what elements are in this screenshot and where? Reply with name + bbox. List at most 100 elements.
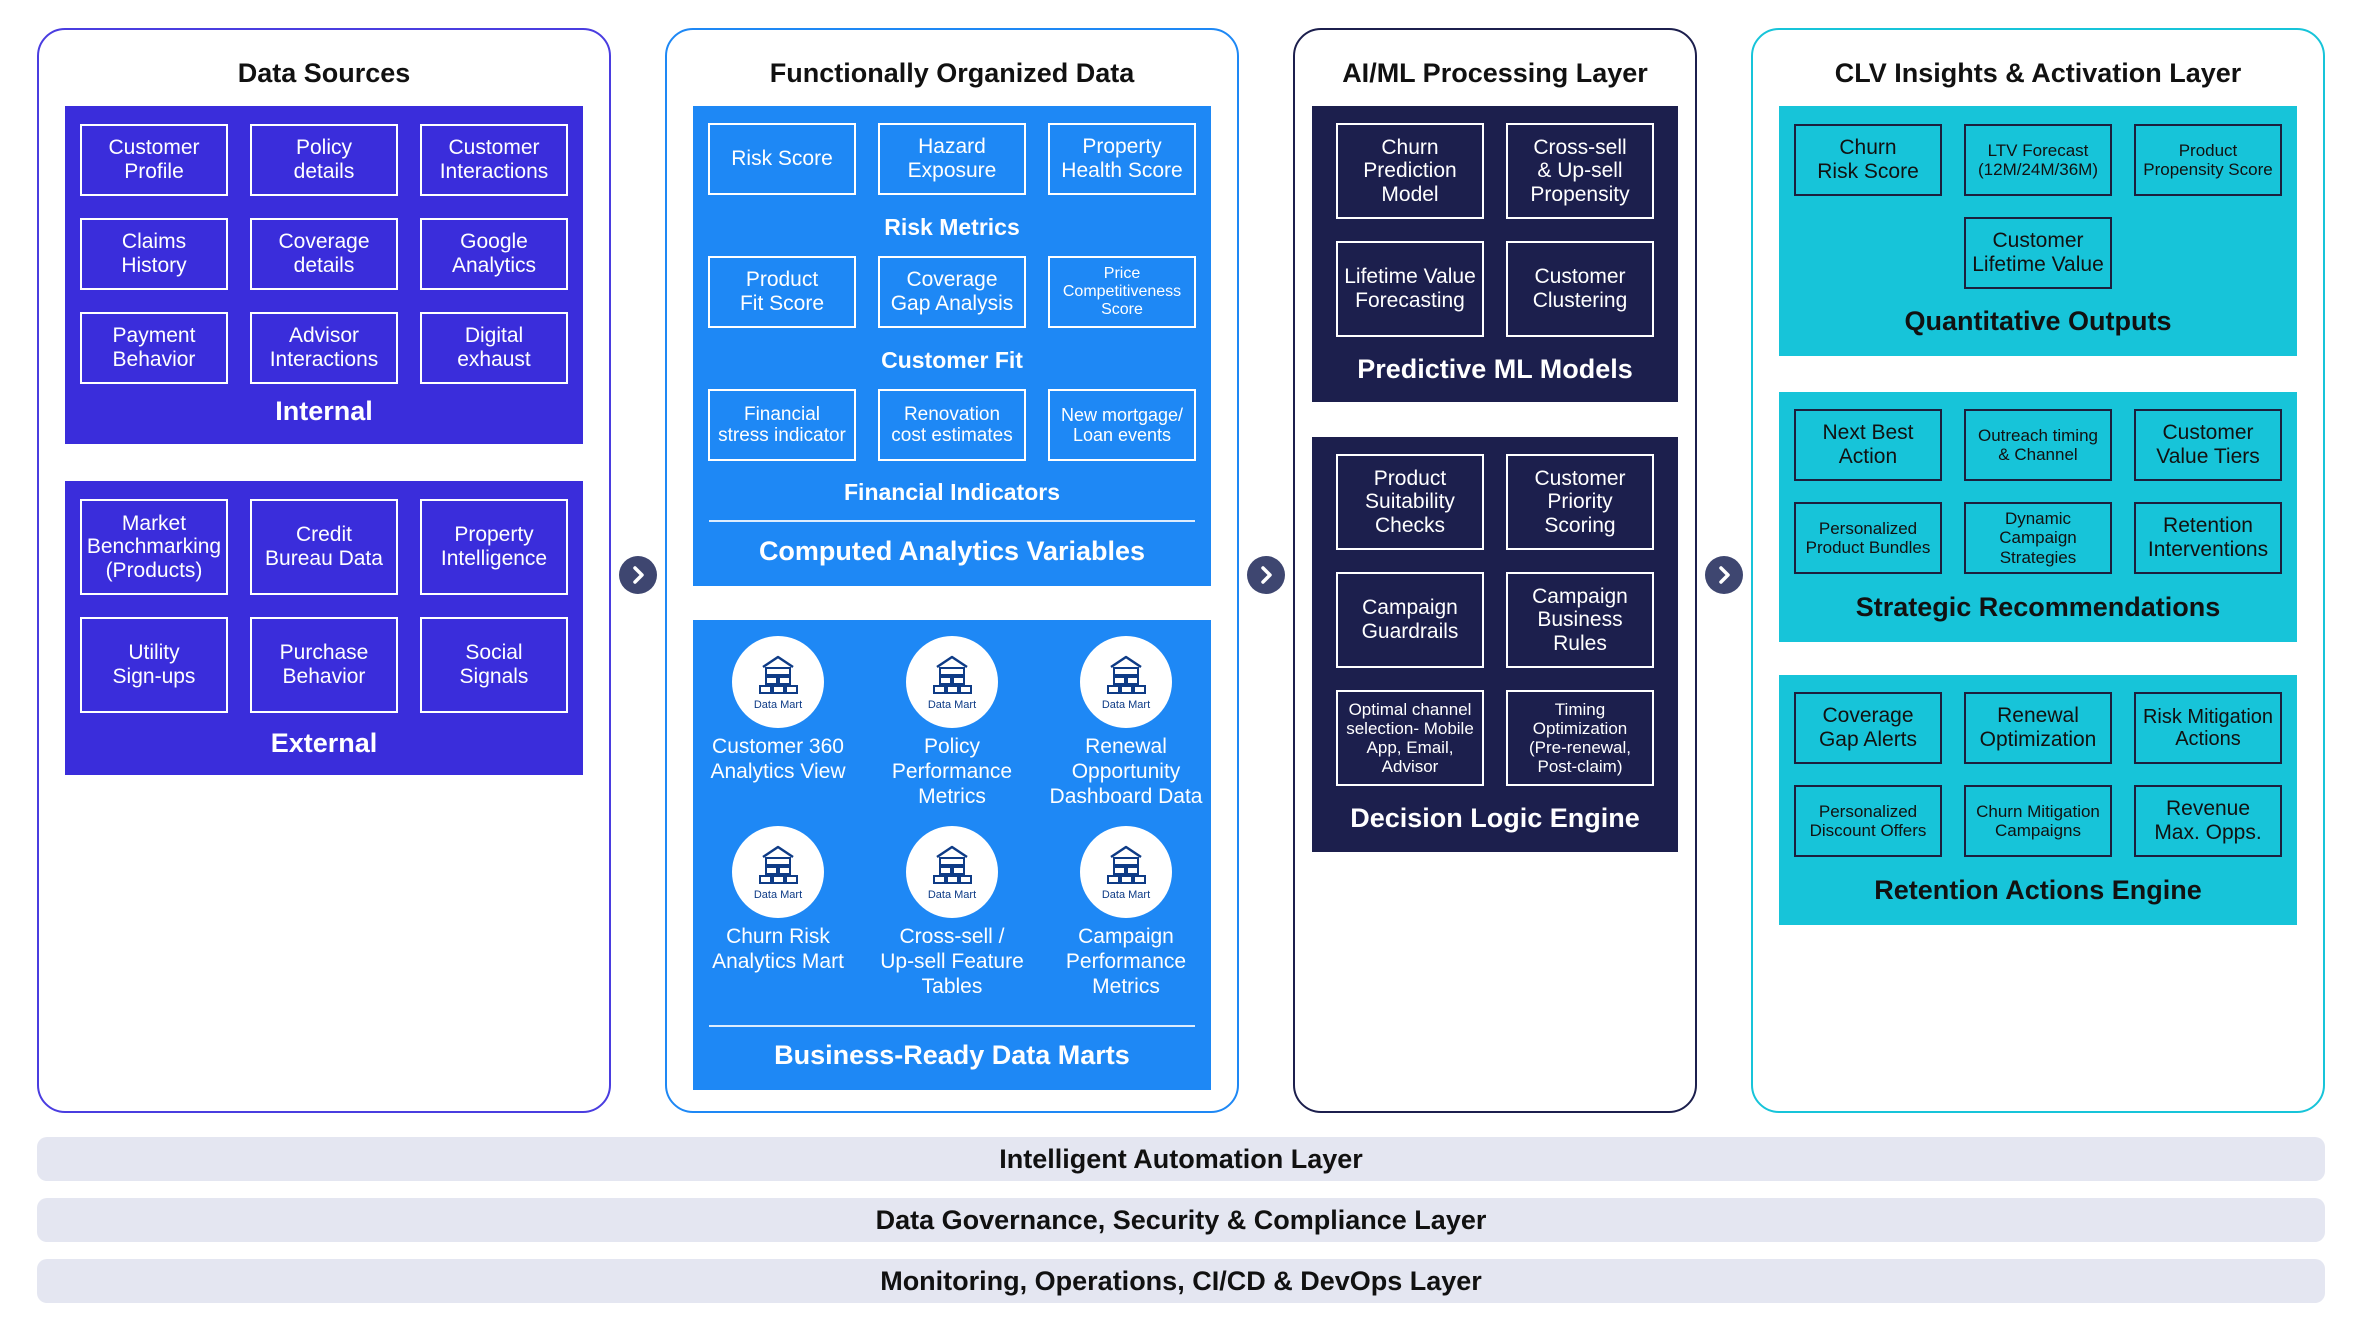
automation-layer-bar: Intelligent Automation Layer — [37, 1137, 2325, 1181]
data-mart-label: Policy Performance Metrics — [891, 735, 1013, 809]
metric-box: Renovation cost estimates — [878, 389, 1026, 461]
output-box: LTV Forecast (12M/24M/36M) — [1964, 124, 2112, 196]
data-mart-icon: Data Mart — [732, 826, 824, 918]
external-title: External — [270, 728, 378, 758]
model-box: Cross-sell & Up-sell Propensity — [1506, 123, 1654, 219]
source-box: Claims History — [80, 218, 228, 290]
flow-arrow-icon — [1705, 556, 1743, 594]
data-mart-label: Customer 360 Analytics View — [710, 735, 846, 784]
functionally-organized-column: Functionally Organized Data Risk Score H… — [665, 28, 1239, 1113]
source-box: Digital exhaust — [420, 312, 568, 384]
predictive-models-panel: Churn Prediction Model Cross-sell & Up-s… — [1312, 106, 1678, 402]
metric-box: New mortgage/ Loan events — [1048, 389, 1196, 461]
retention-engine-panel: Coverage Gap Alerts Renewal Optimization… — [1779, 675, 2297, 925]
clv-title: CLV Insights & Activation Layer — [1834, 58, 2242, 88]
action-box: Risk Mitigation Actions — [2134, 692, 2282, 764]
output-box: Customer Lifetime Value — [1964, 217, 2112, 289]
metric-box: Price Competitiveness Score — [1048, 256, 1196, 328]
financial-indicators-title: Financial Indicators — [844, 479, 1060, 505]
computed-analytics-panel: Risk Score Hazard Exposure Property Heal… — [693, 106, 1211, 586]
data-mart-icon-label: Data Mart — [1101, 889, 1151, 901]
quantitative-outputs-title: Quantitative Outputs — [1904, 306, 2172, 336]
source-box: Purchase Behavior — [250, 617, 398, 713]
action-box: Personalized Discount Offers — [1794, 785, 1942, 857]
action-box: Churn Mitigation Campaigns — [1964, 785, 2112, 857]
recommendation-box: Retention Interventions — [2134, 502, 2282, 574]
action-box: Revenue Max. Opps. — [2134, 785, 2282, 857]
data-mart-icon: Data Mart — [906, 826, 998, 918]
divider — [709, 520, 1195, 522]
data-mart-icon: Data Mart — [1080, 636, 1172, 728]
source-box: Property Intelligence — [420, 499, 568, 595]
recommendation-box: Next Best Action — [1794, 409, 1942, 481]
model-box: Lifetime Value Forecasting — [1336, 241, 1484, 337]
data-mart-label: Churn Risk Analytics Mart — [712, 925, 844, 974]
data-mart-item: Data Mart Cross-sell / Up-sell Feature T… — [867, 826, 1037, 1000]
rule-box: Campaign Business Rules — [1506, 572, 1654, 668]
data-mart-icon-label: Data Mart — [927, 889, 977, 901]
governance-layer-bar: Data Governance, Security & Compliance L… — [37, 1198, 2325, 1242]
data-mart-icon: Data Mart — [1080, 826, 1172, 918]
quantitative-outputs-panel: Churn Risk Score LTV Forecast (12M/24M/3… — [1779, 106, 2297, 356]
external-panel: Market Benchmarking (Products) Credit Bu… — [65, 481, 583, 775]
source-box: Policy details — [250, 124, 398, 196]
source-box: Utility Sign-ups — [80, 617, 228, 713]
source-box: Market Benchmarking (Products) — [80, 499, 228, 595]
data-mart-icon: Data Mart — [732, 636, 824, 728]
action-box: Coverage Gap Alerts — [1794, 692, 1942, 764]
monitoring-layer-bar: Monitoring, Operations, CI/CD & DevOps L… — [37, 1259, 2325, 1303]
risk-metrics-title: Risk Metrics — [884, 214, 1020, 240]
data-mart-label: Campaign Performance Metrics — [1065, 925, 1187, 999]
flow-arrow-icon — [1247, 556, 1285, 594]
source-box: Google Analytics — [420, 218, 568, 290]
rule-box: Customer Priority Scoring — [1506, 454, 1654, 550]
recommendation-box: Dynamic Campaign Strategies — [1964, 502, 2112, 574]
computed-analytics-title: Computed Analytics Variables — [758, 536, 1146, 566]
source-box: Credit Bureau Data — [250, 499, 398, 595]
metric-box: Coverage Gap Analysis — [878, 256, 1026, 328]
strategic-recommendations-title: Strategic Recommendations — [1855, 592, 2221, 622]
decision-engine-title: Decision Logic Engine — [1350, 803, 1640, 833]
model-box: Customer Clustering — [1506, 241, 1654, 337]
source-box: Payment Behavior — [80, 312, 228, 384]
data-mart-icon-label: Data Mart — [753, 889, 803, 901]
source-box: Customer Interactions — [420, 124, 568, 196]
internal-panel: Customer Profile Policy details Customer… — [65, 106, 583, 444]
strategic-recommendations-panel: Next Best Action Outreach timing & Chann… — [1779, 392, 2297, 642]
model-box: Churn Prediction Model — [1336, 123, 1484, 219]
flow-arrow-icon — [619, 556, 657, 594]
divider — [709, 1025, 1195, 1027]
aiml-column: AI/ML Processing Layer Churn Prediction … — [1293, 28, 1697, 1113]
data-mart-icon-label: Data Mart — [753, 699, 803, 711]
data-mart-item: Data Mart Churn Risk Analytics Mart — [693, 826, 863, 974]
metric-box: Risk Score — [708, 123, 856, 195]
data-marts-panel: Data Mart Customer 360 Analytics View Da… — [693, 620, 1211, 1090]
data-sources-title: Data Sources — [237, 58, 411, 88]
data-mart-item: Data Mart Campaign Performance Metrics — [1041, 826, 1211, 1000]
data-mart-item: Data Mart Policy Performance Metrics — [867, 636, 1037, 810]
data-marts-title: Business-Ready Data Marts — [774, 1040, 1130, 1070]
data-sources-column: Data Sources Customer Profile Policy det… — [37, 28, 611, 1113]
rule-box: Product Suitability Checks — [1336, 454, 1484, 550]
decision-engine-panel: Product Suitability Checks Customer Prio… — [1312, 437, 1678, 852]
aiml-title: AI/ML Processing Layer — [1342, 58, 1648, 88]
data-mart-label: Cross-sell / Up-sell Feature Tables — [880, 925, 1024, 999]
clv-column: CLV Insights & Activation Layer Churn Ri… — [1751, 28, 2325, 1113]
rule-box: Campaign Guardrails — [1336, 572, 1484, 668]
action-box: Renewal Optimization — [1964, 692, 2112, 764]
source-box: Social Signals — [420, 617, 568, 713]
customer-fit-title: Customer Fit — [881, 347, 1023, 373]
metric-box: Hazard Exposure — [878, 123, 1026, 195]
source-box: Customer Profile — [80, 124, 228, 196]
rule-box: Optimal channel selection- Mobile App, E… — [1336, 690, 1484, 786]
metric-box: Product Fit Score — [708, 256, 856, 328]
predictive-models-title: Predictive ML Models — [1357, 354, 1633, 384]
metric-box: Property Health Score — [1048, 123, 1196, 195]
data-mart-icon-label: Data Mart — [1101, 699, 1151, 711]
recommendation-box: Customer Value Tiers — [2134, 409, 2282, 481]
rule-box: Timing Optimization (Pre-renewal, Post-c… — [1506, 690, 1654, 786]
source-box: Coverage details — [250, 218, 398, 290]
metric-box: Financial stress indicator — [708, 389, 856, 461]
recommendation-box: Personalized Product Bundles — [1794, 502, 1942, 574]
data-mart-item: Data Mart Renewal Opportunity Dashboard … — [1041, 636, 1211, 810]
